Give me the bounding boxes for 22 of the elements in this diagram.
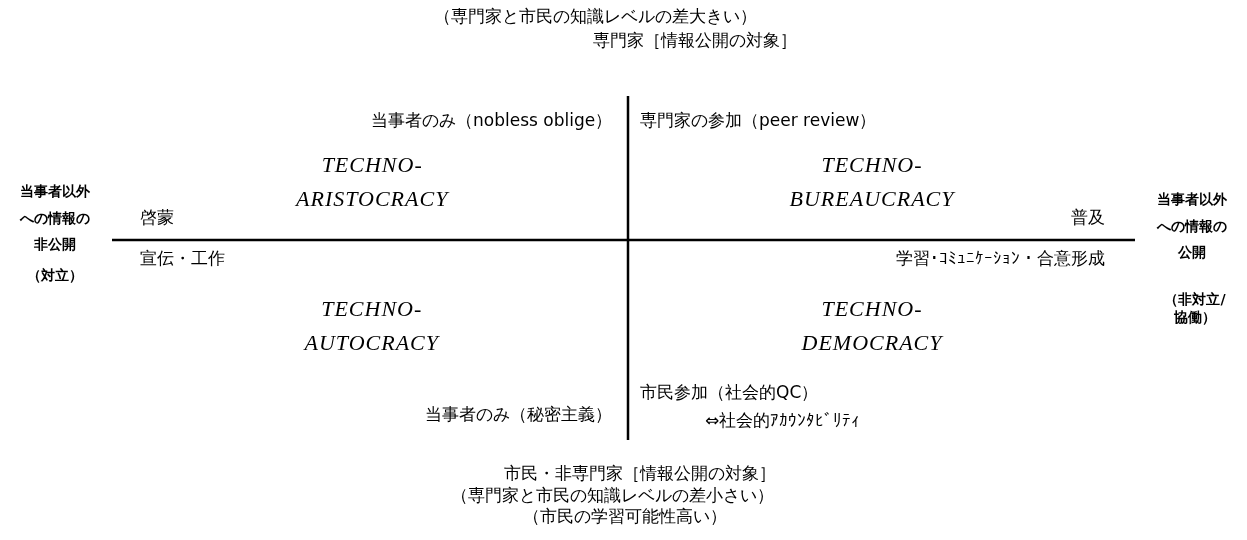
axis-note: （市民の学習可能性高い） (523, 506, 727, 527)
axis-note: （対立） (26, 266, 84, 285)
quadrant-title: TECHNO- ARISTOCRACY (296, 151, 449, 214)
axis-end-label: 学習･ｺﾐｭﾆｹｰｼｮﾝ・合意形成 (896, 248, 1105, 269)
axis-title: 専門家［情報公開の対象］ (593, 30, 797, 51)
axis-end-label: 啓蒙 (140, 207, 174, 228)
quadrant-title: TECHNO- DEMOCRACY (801, 295, 943, 358)
axis-end-label: 普及 (1071, 207, 1105, 228)
axis-end-label: 宣伝・工作 (140, 248, 225, 269)
axis-note: （非対立/協働） (1163, 290, 1227, 327)
axis-note: （専門家と市民の知識レベルの差小さい） (450, 485, 774, 506)
quadrant-note: 当事者のみ（nobless oblige） (371, 110, 613, 131)
quadrant-note: 市民参加（社会的QC） (640, 382, 819, 403)
quadrant-title: TECHNO- AUTOCRACY (304, 295, 439, 358)
axis-title: 当事者以外への情報の非公開 (20, 182, 90, 255)
axis-note: （専門家と市民の知識レベルの差大きい） (433, 6, 757, 27)
quadrant-title: TECHNO- BUREAUCRACY (789, 151, 955, 214)
axis-title: 当事者以外への情報の公開 (1157, 190, 1227, 263)
quadrant-note: 専門家の参加（peer review） (640, 110, 877, 131)
quadrant-note: 当事者のみ（秘密主義） (425, 404, 612, 425)
axis-title: 市民・非専門家［情報公開の対象］ (504, 463, 776, 484)
quadrant-note: ⇔社会的ｱｶｳﾝﾀﾋﾞﾘﾃｨ (705, 410, 861, 431)
